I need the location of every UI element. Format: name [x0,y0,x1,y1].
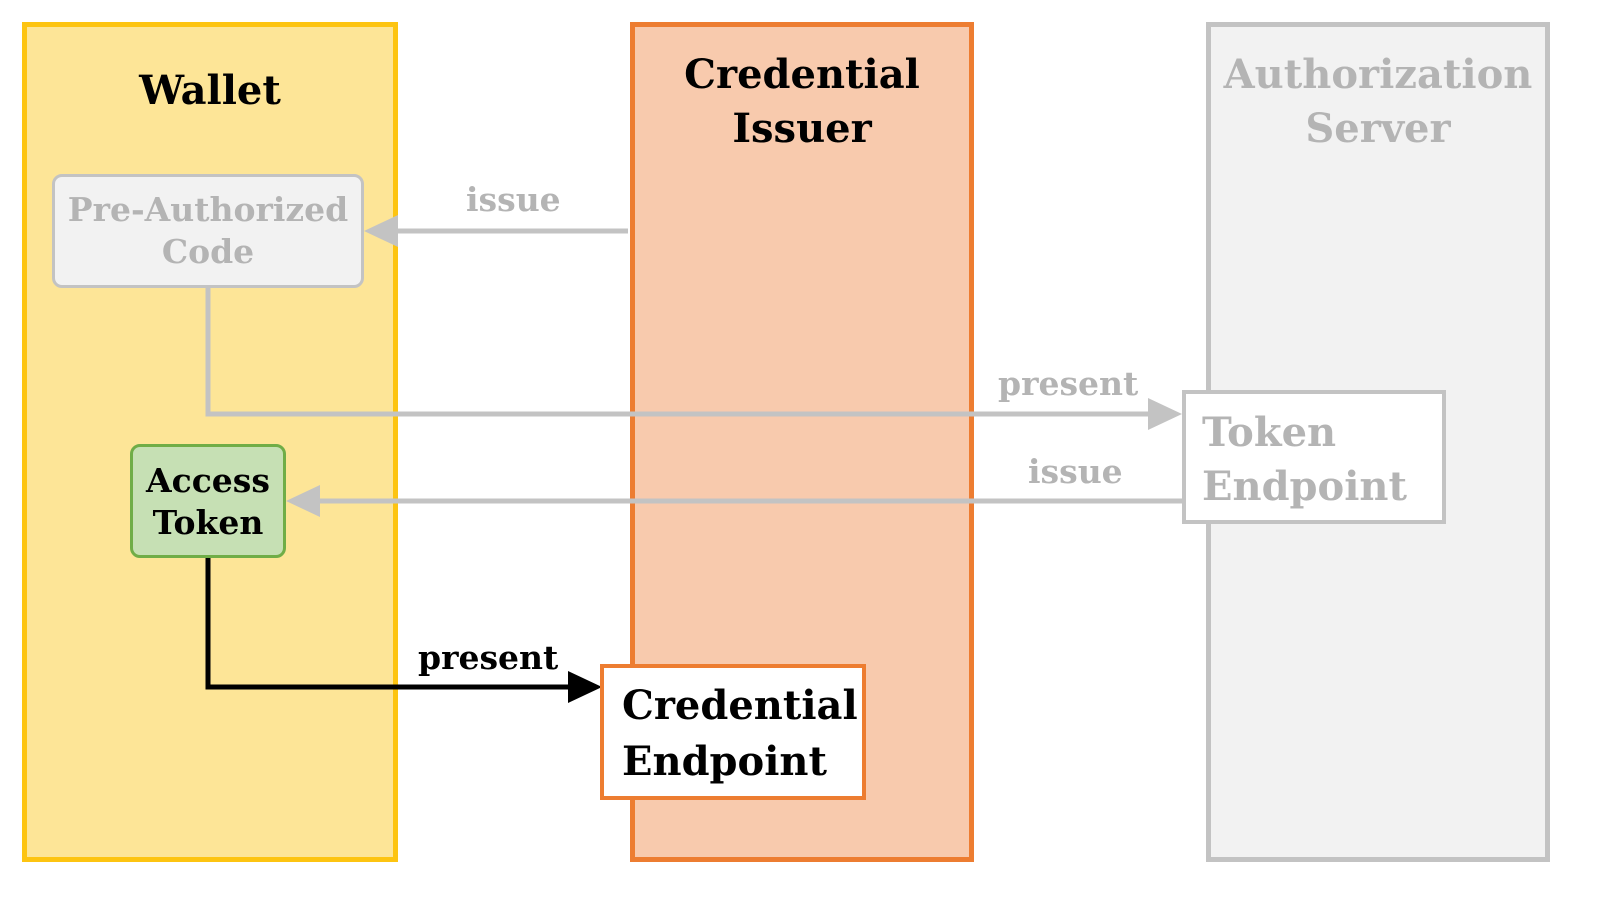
edge-label-present-code: present [998,364,1139,403]
token-endpoint-box: Token Endpoint [1182,390,1446,524]
arrow-issue-token-head [286,485,320,517]
edge-label-issue-token: issue [1028,452,1123,491]
credential-endpoint-box: Credential Endpoint [600,664,866,800]
edge-label-issue-code: issue [466,180,561,219]
wallet-title: Wallet [139,67,281,114]
arrow-issue-code-head [364,215,398,247]
authorization-server-title: Authorization Server [1223,51,1533,152]
pre-authorized-code-box: Pre-Authorized Code [52,174,364,288]
wallet-column [22,22,398,862]
edge-label-present-token: present [418,638,559,677]
arrow-present-code-line [205,288,1150,417]
arrow-present-token-head [568,671,602,703]
arrow-present-token-line [205,558,568,690]
credential-issuer-title: Credential Issuer [684,51,920,152]
access-token-box: Access Token [130,444,286,558]
arrow-present-code-head [1148,398,1182,430]
